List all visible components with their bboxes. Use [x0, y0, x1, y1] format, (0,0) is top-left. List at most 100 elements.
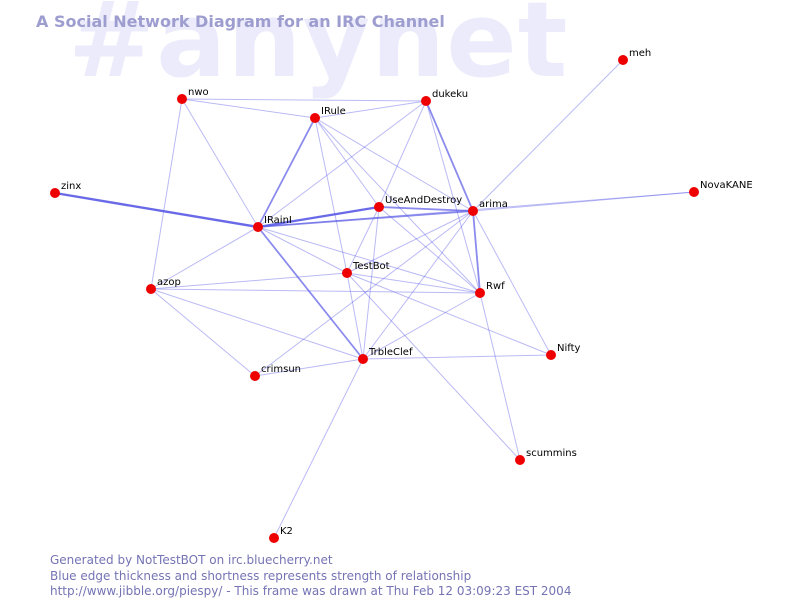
node-Nifty: Nifty — [546, 343, 581, 360]
edge-dukeku-arima — [425, 100, 474, 212]
edge-arima-TestBot — [346, 210, 474, 274]
node-meh: meh — [618, 48, 651, 65]
node-scummins: scummins — [515, 448, 577, 465]
edge-arima-IRule — [314, 117, 474, 212]
node-dot — [468, 206, 478, 216]
node-dot — [50, 188, 60, 198]
edge-TestBot-azop — [150, 272, 348, 290]
node-label: meh — [629, 48, 651, 59]
node-dot — [146, 284, 156, 294]
edge-IRainI-arima — [257, 210, 474, 228]
footer-generated: Generated by NotTestBOT on irc.bluecherr… — [50, 553, 333, 567]
edge-IRainI-TrbleClef — [257, 226, 364, 360]
edge-TrbleClef-K2 — [273, 358, 364, 539]
node-NovaKANE: NovaKANE — [689, 180, 753, 197]
node-label: Rwf — [486, 281, 505, 292]
node-azop: azop — [146, 277, 181, 294]
node-zinx: zinx — [50, 181, 81, 198]
footer-url-time: http://www.jibble.org/piespy/ - This fra… — [50, 584, 572, 598]
graph-edges — [54, 59, 695, 539]
edge-arima-meh — [472, 59, 624, 212]
node-dot — [269, 533, 279, 543]
edge-UseAndDestroy-TrbleClef — [362, 206, 380, 360]
edge-arima-NovaKANE — [472, 191, 695, 212]
node-label: scummins — [526, 448, 577, 459]
node-dot — [546, 350, 556, 360]
node-arima: arima — [468, 199, 508, 216]
node-dot — [358, 354, 368, 364]
node-label: nwo — [188, 87, 209, 98]
node-dukeku: dukeku — [421, 89, 468, 106]
edge-UseAndDestroy-TestBot — [346, 206, 380, 274]
node-nwo: nwo — [177, 87, 209, 104]
node-K2: K2 — [269, 526, 293, 543]
edge-azop-crimsun — [150, 288, 256, 377]
node-TrbleClef: TrbleClef — [358, 347, 413, 364]
node-label: dukeku — [432, 89, 468, 100]
edge-UseAndDestroy-arima — [378, 206, 474, 212]
edge-dukeku-IRule — [314, 100, 427, 119]
edge-UseAndDestroy-dukeku — [378, 100, 427, 208]
footer-legend: Blue edge thickness and shortness repres… — [50, 569, 472, 583]
edge-TrbleClef-Nifty — [362, 354, 552, 360]
edge-TestBot-scummins — [346, 272, 521, 461]
edge-IRainI-dukeku — [257, 100, 427, 228]
node-label: TrbleClef — [368, 347, 413, 358]
node-Rwf: Rwf — [475, 281, 505, 298]
node-label: crimsun — [261, 364, 301, 375]
edge-Rwf-scummins — [479, 292, 521, 461]
edge-TestBot-TrbleClef — [346, 272, 364, 360]
node-dot — [475, 288, 485, 298]
node-label: arima — [479, 199, 508, 210]
node-label: azop — [157, 277, 181, 288]
edge-TestBot-Rwf — [346, 272, 481, 294]
edge-IRainI-nwo — [181, 98, 259, 228]
node-IRainI: IRainI — [253, 215, 292, 232]
node-crimsun: crimsun — [250, 364, 301, 381]
node-UseAndDestroy: UseAndDestroy — [374, 195, 462, 212]
edge-nwo-IRule — [181, 98, 316, 119]
node-dot — [253, 222, 263, 232]
node-label: UseAndDestroy — [385, 195, 462, 206]
node-dot — [689, 187, 699, 197]
node-dot — [618, 55, 628, 65]
node-IRule: IRule — [310, 106, 346, 123]
channel-watermark: #anynet — [68, 0, 569, 101]
node-dot — [177, 94, 187, 104]
node-dot — [342, 268, 352, 278]
edge-TestBot-Nifty — [346, 272, 552, 356]
node-label: IRainI — [264, 215, 292, 226]
node-TestBot: TestBot — [342, 261, 390, 278]
node-dot — [515, 455, 525, 465]
node-dot — [250, 371, 260, 381]
edge-dukeku-Rwf — [425, 100, 481, 294]
node-label: zinx — [61, 181, 81, 192]
page-title: A Social Network Diagram for an IRC Chan… — [36, 12, 445, 31]
node-label: Nifty — [557, 343, 581, 354]
edge-IRainI-azop — [150, 226, 259, 290]
node-dot — [421, 96, 431, 106]
edge-nwo-azop — [150, 98, 183, 290]
edge-arima-TrbleClef — [362, 210, 474, 360]
node-label: K2 — [280, 526, 293, 537]
edge-IRule-Rwf — [314, 117, 481, 294]
node-label: NovaKANE — [700, 180, 753, 191]
edge-arima-Rwf — [472, 210, 481, 294]
edge-IRainI-UseAndDestroy — [257, 205, 380, 229]
edge-azop-Rwf — [150, 288, 481, 294]
edge-azop-TrbleClef — [150, 288, 364, 360]
edge-dukeku-nwo — [181, 98, 427, 102]
edge-UseAndDestroy-IRule — [314, 117, 380, 208]
edge-TrbleClef-crimsun — [254, 358, 364, 377]
edge-zinx-IRainI — [54, 191, 259, 229]
node-label: TestBot — [352, 261, 390, 272]
edge-arima-crimsun — [254, 210, 474, 377]
edge-IRule-TestBot — [314, 117, 348, 274]
edge-TrbleClef-Rwf — [362, 292, 481, 360]
edge-IRainI-Rwf — [257, 226, 481, 294]
edge-IRainI-TestBot — [257, 226, 348, 274]
node-dot — [374, 202, 384, 212]
edge-arima-Nifty — [472, 210, 552, 356]
